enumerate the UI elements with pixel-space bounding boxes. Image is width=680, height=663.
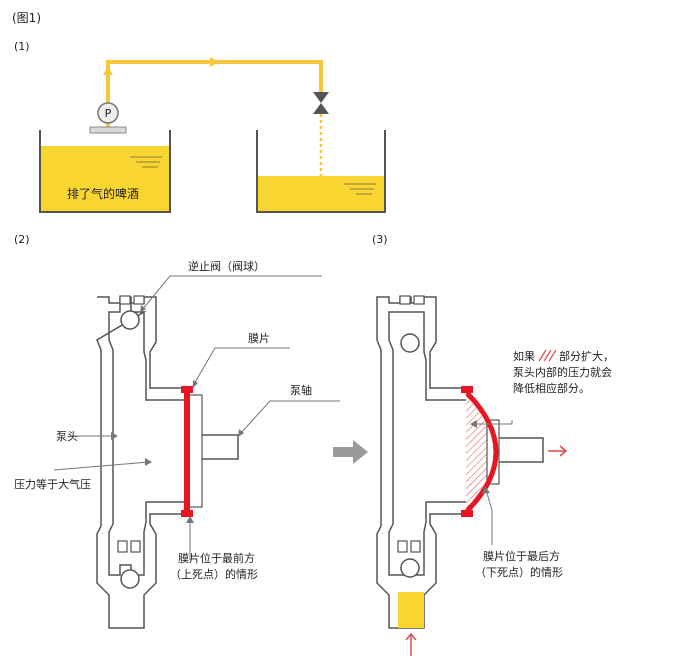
check-valve-ball-bottom	[120, 569, 140, 589]
note-line1-post: 部分扩大，	[559, 349, 614, 363]
panel-3-label: (3)	[372, 233, 388, 246]
panel-2-label: (2)	[14, 233, 30, 246]
inflow-arrow	[405, 632, 417, 656]
pipe-flow-arrows	[103, 57, 219, 75]
note-line2: 泵头内部的压力就会	[513, 365, 612, 379]
hatch-legend-swatch	[538, 349, 557, 362]
check-valve-ball-bottom-3	[400, 558, 420, 578]
panel-1-label: (1)	[14, 40, 30, 53]
shaft-housing	[187, 394, 203, 508]
figure-title: (图1)	[12, 11, 41, 25]
leader-lines-2	[53, 275, 340, 560]
pump-head-right	[376, 295, 469, 629]
valve-icon	[313, 92, 329, 114]
pump-symbol: P	[105, 107, 112, 120]
source-tank	[39, 130, 171, 213]
diaphragm-rear	[461, 386, 499, 517]
leader-arrowheads-2	[111, 305, 244, 523]
transition-arrow	[333, 440, 368, 464]
receiving-tank	[256, 130, 386, 213]
tank-label: 排了气的啤酒	[67, 186, 139, 201]
check-valve-label: 逆止阀（阀球）	[188, 259, 265, 273]
diaphragm-front	[181, 386, 193, 517]
shaft-motion-arrow	[548, 445, 568, 457]
caption-2-line2: （上死点）的情形	[170, 567, 258, 581]
pump-shaft-label: 泵轴	[290, 383, 312, 397]
pressure-note: 压力等于大气压	[14, 477, 91, 491]
leader-lines-3	[473, 420, 513, 545]
note-line3: 降低相应部分。	[513, 381, 590, 395]
pump-base	[89, 126, 127, 134]
check-valve-ball-top	[120, 310, 140, 330]
caption-3-line2: （下死点）的情形	[475, 565, 563, 579]
pump-head-left	[96, 295, 189, 629]
check-valve-ball-top-3	[400, 333, 420, 353]
diaphragm-label: 膜片	[248, 332, 270, 345]
pump-shaft	[197, 434, 239, 460]
beer-pipe	[106, 60, 323, 130]
pump-icon: P	[97, 102, 119, 124]
leader-arrowheads-3	[470, 420, 490, 494]
pump-head-label: 泵头	[56, 430, 78, 443]
pump-shaft-3	[496, 437, 544, 463]
caption-2-line1: 膜片位于最前方	[178, 551, 255, 565]
caption-3-line1: 膜片位于最后方	[483, 549, 560, 563]
note-line1-pre: 如果	[513, 349, 535, 363]
